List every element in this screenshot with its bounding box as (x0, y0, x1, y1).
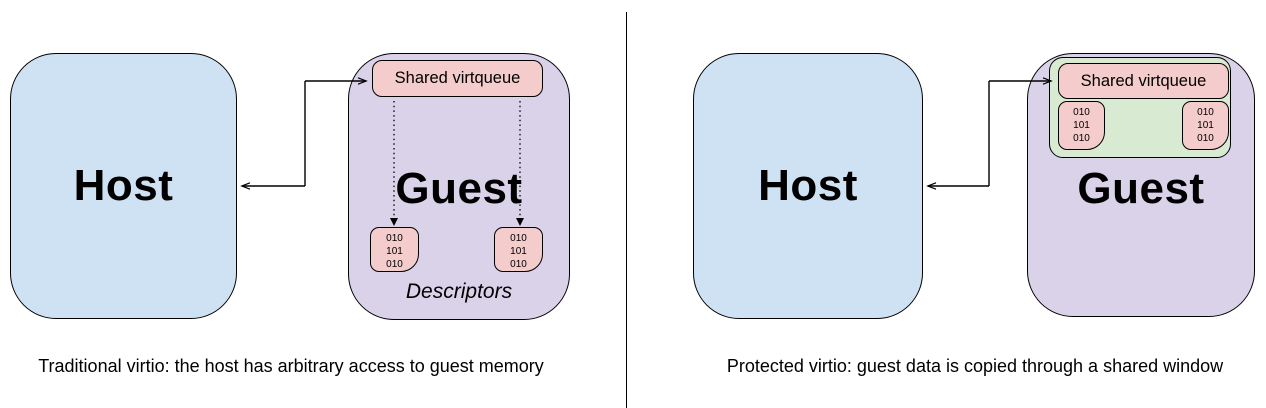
guest-box: Shared virtqueue 010 101 010 010 101 010… (1027, 53, 1255, 317)
descriptor-memory-box: 010 101 010 (494, 227, 543, 272)
shared-window-box: Shared virtqueue 010 101 010 010 101 010 (1049, 57, 1231, 158)
caption-protected: Protected virtio: guest data is copied t… (726, 356, 1224, 376)
guest-label: Guest (395, 164, 523, 213)
descriptors-label: Descriptors (405, 280, 513, 303)
host-box: Host (693, 53, 923, 319)
descriptor-memory-box: 010 101 010 (370, 227, 419, 272)
window-memory-box: 010 101 010 (1182, 101, 1229, 150)
guest-label: Guest (1077, 164, 1205, 213)
panel-divider-line (626, 12, 627, 408)
host-label: Host (73, 161, 174, 210)
window-memory-box: 010 101 010 (1058, 101, 1105, 150)
caption-traditional: Traditional virtio: the host has arbitra… (38, 356, 544, 376)
shared-virtqueue-box: Shared virtqueue (1058, 63, 1229, 99)
host-label: Host (758, 161, 858, 210)
host-box: Host (10, 53, 237, 319)
guest-box: Shared virtqueue Guest 010 101 010 010 1… (348, 53, 570, 320)
shared-virtqueue-box: Shared virtqueue (372, 60, 543, 97)
